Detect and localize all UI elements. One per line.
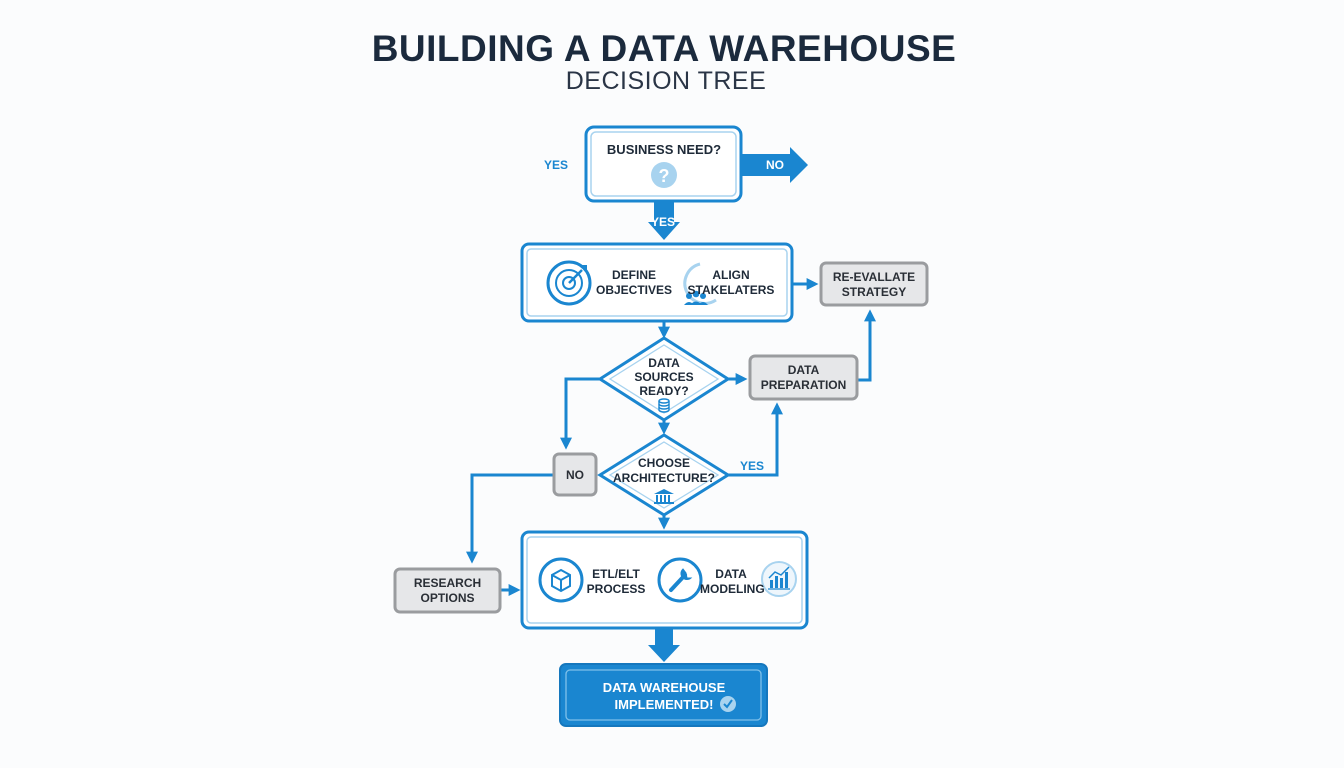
arrow-business-to-objectives [648,200,680,240]
chart-icon [761,561,797,597]
node-choose-architecture [597,433,731,517]
edge-label-yes-architecture: YES [740,459,765,473]
edge-label-yes-down: YES [651,215,676,229]
building-icon [654,489,674,504]
label-choose-architecture: CHOOSE ARCHITECTURE? [613,456,715,485]
label-no-box: NO [566,468,584,482]
wrench-icon [657,557,703,603]
node-objectives-stakeholders [520,242,794,323]
people-icon [683,262,717,305]
arrow-business-no [740,147,808,183]
database-icon [658,398,670,413]
edge-label-no-right: NO [766,158,784,172]
arrow-preparation-to-reevaluate [857,309,876,382]
label-data-modeling: DATA MODELING [700,567,765,596]
cube-icon [538,557,584,603]
label-etl-elt-process: ETL/ELT PROCESS [586,567,646,596]
arrow-sources-to-no [560,377,600,450]
question-icon: ? [651,162,677,188]
label-research-options: RESEARCH OPTIONS [413,576,482,605]
check-icon [720,696,736,712]
label-reevaluate-strategy: RE-EVALLATE STRATEGY [832,270,916,299]
svg-text:?: ? [659,166,670,186]
arrow-no-to-research [466,473,554,564]
arrow-etl-to-implemented [648,628,680,662]
node-research-options [393,567,502,614]
edge-label-yes-left: YES [544,158,569,172]
page-title: BUILDING A DATA WAREHOUSE [371,28,957,69]
node-data-preparation [748,354,859,401]
label-data-preparation: DATA PREPARATION [760,363,847,392]
node-no-box [552,452,598,497]
label-data-warehouse-implemented: DATA WAREHOUSE IMPLEMENTED! [602,680,726,712]
connectors [466,147,876,662]
label-business-need: BUSINESS NEED? [606,142,722,157]
label-align-stakeholders: ALIGN STAKELATERS [687,268,775,297]
node-data-sources-ready [597,336,731,422]
arrow-architecture-to-preparation [728,402,783,477]
node-data-warehouse-implemented [559,663,768,727]
label-data-sources-ready: DATA SOURCES READY? [634,356,694,398]
node-reevaluate-strategy [819,261,929,307]
page-subtitle: DECISION TREE [565,67,767,95]
target-icon [546,260,592,306]
label-define-objectives: DEFINE OBJECTIVES [596,268,673,297]
node-etl-modeling [520,530,809,630]
